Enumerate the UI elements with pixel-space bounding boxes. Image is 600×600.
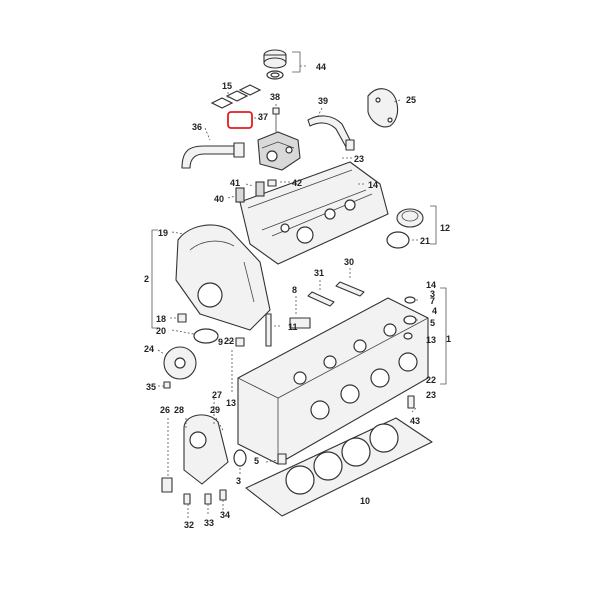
callout-13: 13	[226, 398, 236, 408]
callout-8: 8	[292, 285, 297, 295]
callout-9: 9	[218, 337, 223, 347]
callout-2: 2	[144, 274, 149, 284]
sprocket	[163, 346, 197, 380]
callout-19: 19	[158, 228, 168, 238]
callout-10: 10	[360, 496, 370, 506]
pump-assembly	[161, 414, 247, 493]
callout-14: 14	[426, 280, 436, 290]
callout-18: 18	[156, 314, 166, 324]
callout-43: 43	[410, 416, 420, 426]
leader-lines	[157, 65, 418, 518]
small-plates	[265, 281, 365, 347]
oil-filler-cap	[386, 208, 424, 249]
callout-44: 44	[316, 62, 326, 72]
callout-35: 35	[146, 382, 156, 392]
brackets	[151, 51, 447, 385]
cover-25	[367, 88, 399, 128]
callout-12: 12	[440, 223, 450, 233]
callout-25: 25	[406, 95, 416, 105]
callout-14: 14	[368, 180, 378, 190]
callout-22: 22	[224, 336, 234, 346]
callout-3: 3	[430, 289, 435, 299]
callout-13: 13	[426, 335, 436, 345]
sensor-parts	[235, 179, 277, 203]
callout-27: 27	[212, 390, 222, 400]
callout-4: 4	[432, 306, 437, 316]
callout-5: 5	[430, 318, 435, 328]
callout-26: 26	[160, 405, 170, 415]
callout-41: 41	[230, 178, 240, 188]
callout-1: 1	[446, 334, 451, 344]
timing-cover	[175, 224, 271, 331]
callout-37: 37	[258, 112, 268, 122]
callout-42: 42	[292, 178, 302, 188]
callout-23: 23	[426, 390, 436, 400]
callout-3: 3	[236, 476, 241, 486]
hose-39	[307, 115, 355, 151]
callout-7: 7	[430, 296, 435, 306]
callout-38: 38	[270, 92, 280, 102]
pcv-valve-assembly	[257, 131, 301, 171]
callout-39: 39	[318, 96, 328, 106]
oil-seal-parts	[263, 49, 287, 80]
bolt-38	[272, 107, 280, 132]
small-bolts	[163, 381, 415, 505]
callout-28: 28	[174, 405, 184, 415]
valve-cover	[239, 161, 389, 265]
callout-11: 11	[288, 322, 298, 332]
callout-30: 30	[344, 257, 354, 267]
callout-24: 24	[144, 344, 154, 354]
callout-29: 29	[210, 405, 220, 415]
callout-36: 36	[192, 122, 202, 132]
callout-5: 5	[254, 456, 259, 466]
callout-32: 32	[184, 520, 194, 530]
callout-33: 33	[204, 518, 214, 528]
right-small-parts	[403, 296, 417, 340]
callout-22: 22	[426, 375, 436, 385]
callout-23: 23	[354, 154, 364, 164]
callout-20: 20	[156, 326, 166, 336]
callout-31: 31	[314, 268, 324, 278]
seal-and-bolts	[177, 313, 245, 347]
callout-34: 34	[220, 510, 230, 520]
callout-15: 15	[222, 81, 232, 91]
gasket-parts	[210, 84, 262, 129]
callout-21: 21	[420, 236, 430, 246]
head-gasket	[245, 417, 433, 517]
hose-36	[181, 142, 245, 169]
highlight-box	[227, 111, 253, 129]
cylinder-head	[237, 297, 429, 465]
callout-40: 40	[214, 194, 224, 204]
